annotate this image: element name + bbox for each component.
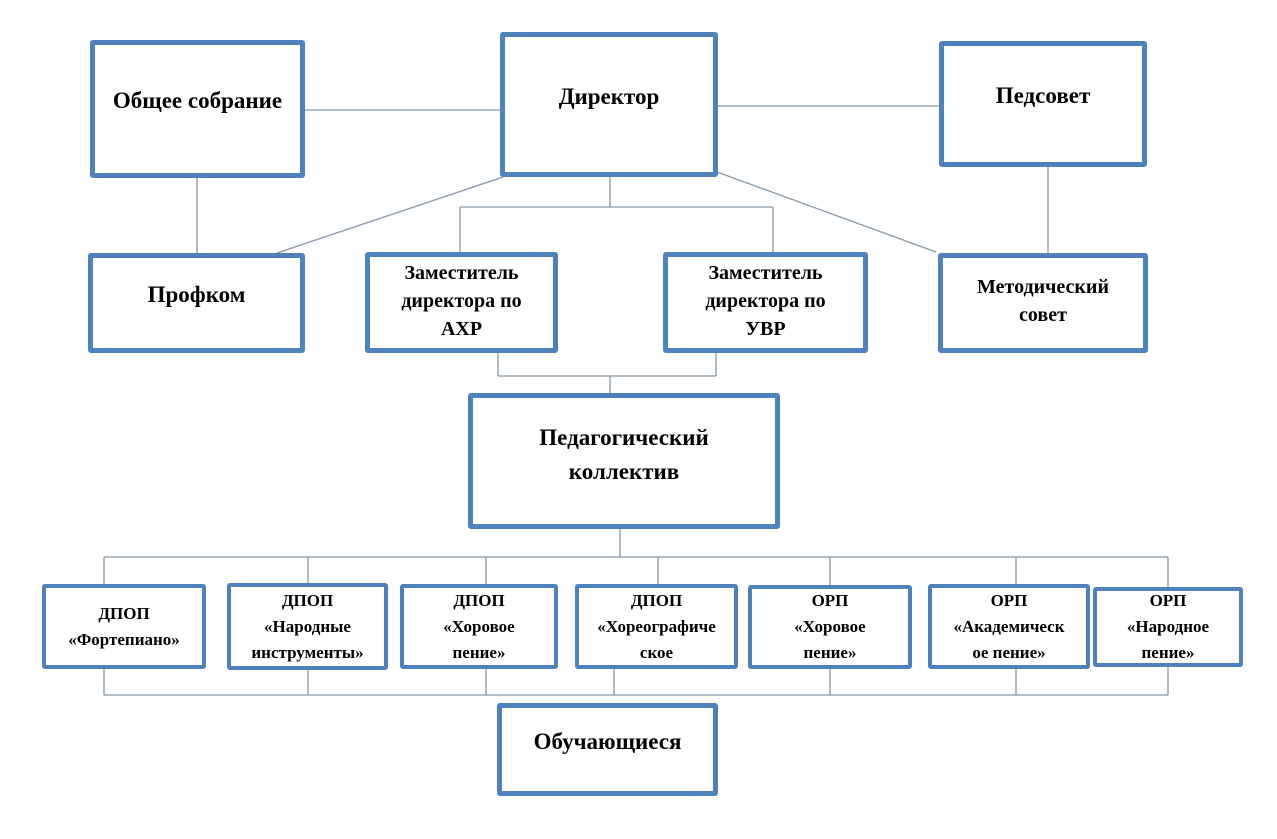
node-label: совет	[1019, 304, 1067, 326]
node-label: «Хореографиче	[597, 616, 716, 636]
node-pedagogical-council: Педсовет	[939, 41, 1147, 167]
node-label: директора по	[401, 289, 522, 312]
node-dpop-fortepiano: ДПОП «Фортепиано»	[42, 584, 206, 669]
node-label: «Народные	[264, 616, 351, 636]
node-label: Обучающиеся	[533, 728, 682, 754]
node-dpop-narodnye-instrumenty: ДПОП «Народные инструменты»	[227, 583, 388, 670]
node-label: «Народное	[1126, 617, 1210, 636]
node-label: ДПОП	[98, 603, 150, 623]
node-label: ДПОП	[453, 590, 505, 610]
node-orp-khorovoe-penie: ОРП «Хоровое пение»	[748, 585, 912, 669]
node-dpop-khoreograficheskoe: ДПОП «Хореографиче ское	[575, 584, 738, 669]
node-trade-union: Профком	[88, 253, 305, 353]
node-label: Директор	[558, 83, 660, 109]
node-label: Педсовет	[995, 83, 1091, 108]
node-label: Педагогический	[539, 425, 709, 450]
node-label: ое пение»	[972, 642, 1046, 662]
node-students: Обучающиеся	[497, 703, 718, 796]
node-label: Методический	[977, 276, 1109, 298]
node-dpop-khorovoe-penie: ДПОП «Хоровое пение»	[400, 584, 558, 669]
node-deputy-director-ahr: Заместитель директора по АХР	[365, 252, 558, 353]
node-orp-narodnoe-penie: ОРП «Народное пение»	[1093, 587, 1243, 667]
node-label: АХР	[440, 317, 483, 340]
node-label: Заместитель	[404, 261, 519, 284]
node-label: ОРП	[811, 591, 849, 610]
node-deputy-director-uvr: Заместитель директора по УВР	[663, 252, 868, 353]
node-label: Общее собрание	[112, 88, 283, 113]
node-label: «Академическ	[953, 616, 1065, 636]
node-label: ДПОП	[630, 590, 683, 610]
node-label: коллектив	[568, 459, 680, 484]
node-label: директора по	[705, 289, 826, 312]
node-teaching-staff: Педагогический коллектив	[468, 393, 780, 529]
node-label: пение»	[803, 643, 857, 662]
connector-director-method	[716, 171, 937, 253]
node-methodical-council: Методический совет	[938, 253, 1148, 353]
node-label: инструменты»	[251, 642, 364, 662]
node-label: «Хоровое	[443, 616, 515, 636]
node-director: Директор	[500, 32, 718, 177]
node-label: пение»	[452, 642, 506, 662]
node-label: Заместитель	[708, 261, 823, 284]
node-label: ское	[639, 642, 674, 662]
node-label: ОРП	[990, 590, 1028, 610]
node-label: ОРП	[1149, 591, 1187, 610]
connector-director-profkom	[276, 176, 504, 254]
node-label: Профком	[147, 282, 246, 307]
node-label: пение»	[1141, 643, 1195, 662]
node-label: «Фортепиано»	[68, 629, 180, 649]
node-label: «Хоровое	[794, 617, 866, 636]
node-label: УВР	[745, 317, 786, 340]
node-orp-akademicheskoe-penie: ОРП «Академическ ое пение»	[928, 584, 1090, 669]
node-general-assembly: Общее собрание	[90, 40, 305, 178]
node-label: ДПОП	[281, 590, 334, 610]
